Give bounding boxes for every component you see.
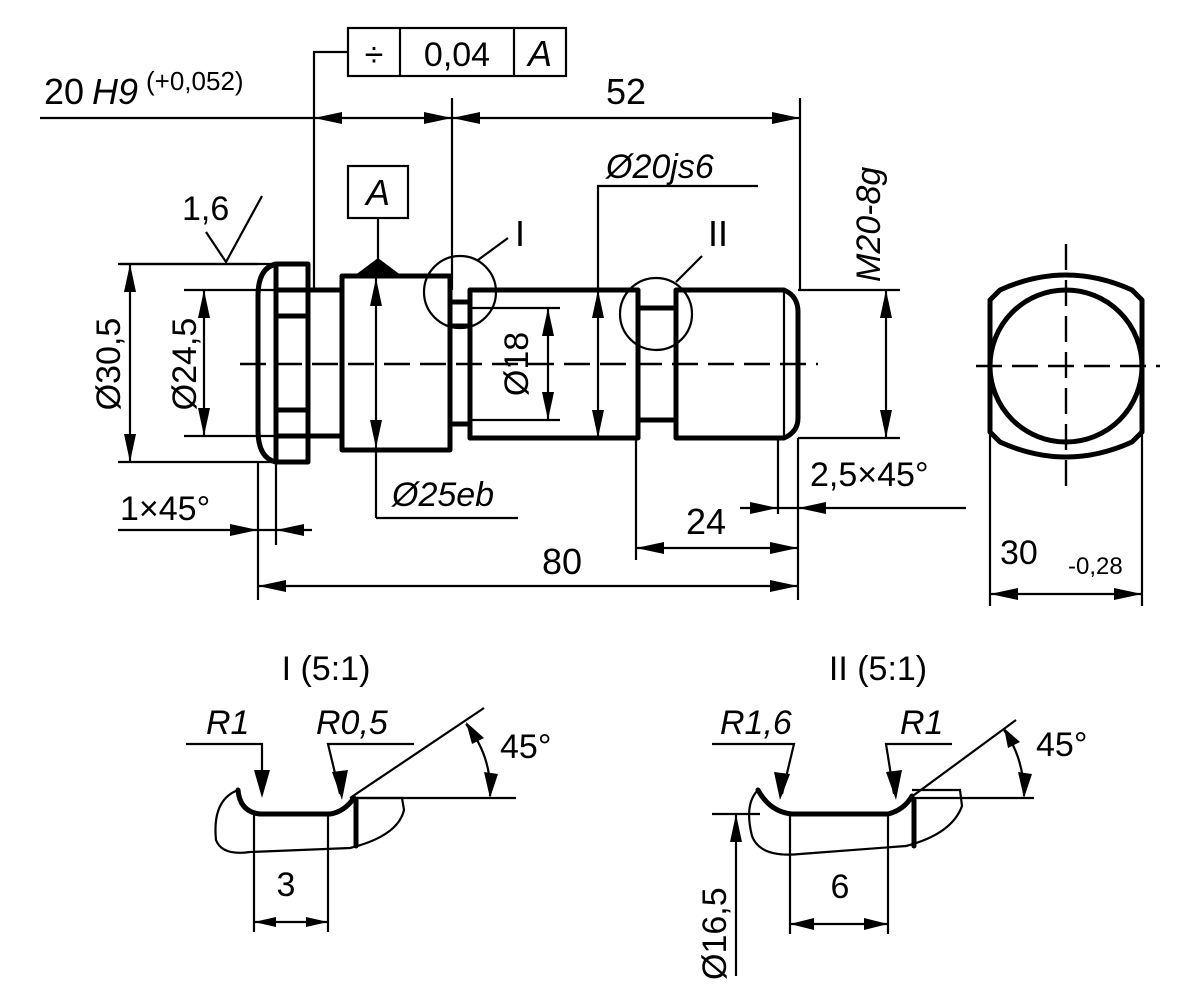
bottom-dimensions: 1×45° 2,5×45° 24 80 bbox=[118, 438, 966, 600]
datum-triangle bbox=[354, 258, 402, 276]
detail-2-circle bbox=[618, 276, 694, 352]
dia-20js6-label: Ø20js6 bbox=[605, 148, 714, 186]
chamfer-2-label: 2,5×45° bbox=[810, 456, 929, 494]
fit-hole-tolerance: (+0,052) bbox=[146, 66, 244, 96]
detail-2-width: 6 bbox=[831, 868, 850, 906]
len-24-label: 24 bbox=[686, 501, 726, 542]
detail-1-angle: 45° bbox=[500, 728, 551, 766]
detail-1-title: I (5:1) bbox=[282, 650, 371, 688]
dia-25eb-label: Ø25eb bbox=[391, 476, 494, 514]
diameter-dimensions: Ø30,5 Ø24,5 Ø25eb Ø18 bbox=[90, 262, 900, 520]
detail-2-radius-right: R1 bbox=[900, 704, 943, 742]
detail-2-radius-left: R1,6 bbox=[720, 704, 792, 742]
tolerance-symbol: ÷ bbox=[365, 36, 384, 74]
detail-2-diameter: Ø16,5 bbox=[696, 887, 734, 980]
detail-1: I (5:1) R1 R0,5 45° 3 bbox=[186, 650, 551, 932]
detail-2: II (5:1) R1,6 R1 45° Ø16,5 6 bbox=[696, 650, 1087, 980]
roughness-symbol: 1,6 bbox=[120, 190, 272, 266]
dia-24-5-label: Ø24,5 bbox=[166, 318, 204, 411]
tolerance-frame: ÷ 0,04 A bbox=[312, 26, 568, 290]
chamfer-1-label: 1×45° bbox=[120, 490, 210, 528]
detail-markers: I II bbox=[422, 213, 728, 352]
detail-1-circle bbox=[422, 254, 498, 330]
end-view: 30 -0,28 bbox=[976, 244, 1160, 606]
dia-18-label: Ø18 bbox=[498, 332, 536, 396]
datum-a-label: A bbox=[364, 172, 390, 213]
detail-1-radius-left: R1 bbox=[206, 704, 249, 742]
width-30-label: 30 bbox=[1000, 534, 1038, 572]
len-52-label: 52 bbox=[606, 71, 646, 112]
detail-1-marker: I bbox=[515, 213, 525, 254]
width-30-tolerance: -0,28 bbox=[1068, 553, 1123, 580]
tolerance-value: 0,04 bbox=[424, 36, 490, 74]
detail-1-radius-right: R0,5 bbox=[316, 704, 388, 742]
detail-1-width: 3 bbox=[277, 866, 296, 904]
detail-2-angle: 45° bbox=[1036, 726, 1087, 764]
datum-a: A bbox=[346, 164, 410, 276]
roughness-value: 1,6 bbox=[182, 190, 229, 228]
thread-label: M20-8g bbox=[850, 167, 888, 282]
tolerance-datum: A bbox=[526, 33, 552, 74]
dia-30-5-label: Ø30,5 bbox=[90, 318, 128, 411]
len-80-label: 80 bbox=[542, 541, 582, 582]
detail-2-marker: II bbox=[708, 213, 728, 254]
detail-2-title: II (5:1) bbox=[829, 650, 927, 688]
